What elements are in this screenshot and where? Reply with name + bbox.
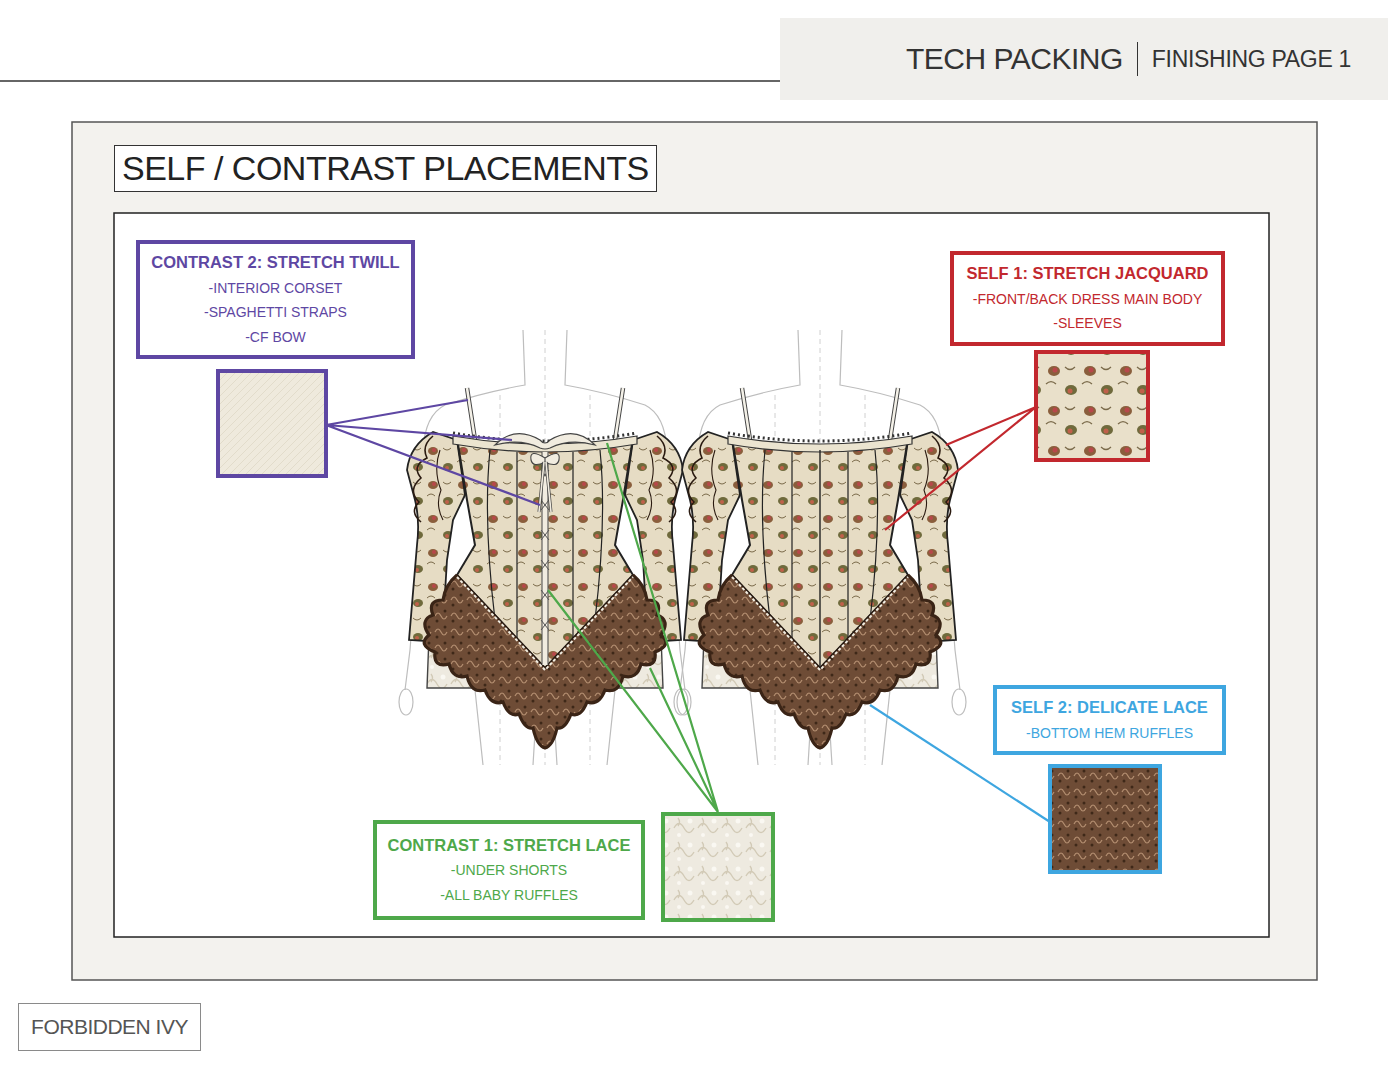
text-line: -ALL BABY RUFFLES xyxy=(440,883,578,908)
page-title: SELF / CONTRAST PLACEMENTS xyxy=(114,145,657,192)
header-band: TECH PACKING FINISHING PAGE 1 xyxy=(780,18,1388,100)
stretch-lace-swatch xyxy=(663,814,773,920)
text-heading: TECH PACKING xyxy=(906,42,1123,76)
fabric-swatches xyxy=(218,352,1160,920)
header-rule xyxy=(0,81,780,82)
text-line: -UNDER SHORTS xyxy=(451,858,567,883)
text-line: -INTERIOR CORSET xyxy=(209,276,343,301)
text-heading: CONTRAST 1: STRETCH LACE xyxy=(388,833,631,859)
text-line: FINISHING PAGE 1 xyxy=(1137,42,1351,77)
jacquard-swatch xyxy=(1036,352,1148,460)
twill-swatch xyxy=(218,371,326,476)
outer-panel xyxy=(72,122,1317,980)
text-line: -SLEEVES xyxy=(1053,311,1121,336)
text-heading: FORBIDDEN IVY xyxy=(31,1015,188,1039)
delicate-lace-swatch xyxy=(1050,766,1160,872)
callout-box: SELF 2: DELICATE LACE-BOTTOM HEM RUFFLES xyxy=(993,685,1226,755)
callout-box: CONTRAST 1: STRETCH LACE-UNDER SHORTS-AL… xyxy=(373,820,646,920)
front-garment xyxy=(407,388,683,748)
text-heading: SELF 2: DELICATE LACE xyxy=(1011,695,1208,721)
text-line: -CF BOW xyxy=(245,325,306,350)
brand-box: FORBIDDEN IVY xyxy=(18,1003,201,1051)
croquis xyxy=(399,330,966,765)
text-line: -FRONT/BACK DRESS MAIN BODY xyxy=(973,287,1202,312)
back-garment xyxy=(682,388,958,748)
callout-box: CONTRAST 2: STRETCH TWILL-INTERIOR CORSE… xyxy=(136,240,415,359)
text-heading: SELF 1: STRETCH JACQUARD xyxy=(966,261,1208,287)
leader-lines xyxy=(326,400,1050,822)
text-line: -BOTTOM HEM RUFFLES xyxy=(1026,721,1193,746)
text-line: -SPAGHETTI STRAPS xyxy=(204,300,347,325)
callout-box: SELF 1: STRETCH JACQUARD-FRONT/BACK DRES… xyxy=(950,251,1225,346)
text-heading: CONTRAST 2: STRETCH TWILL xyxy=(151,250,399,276)
